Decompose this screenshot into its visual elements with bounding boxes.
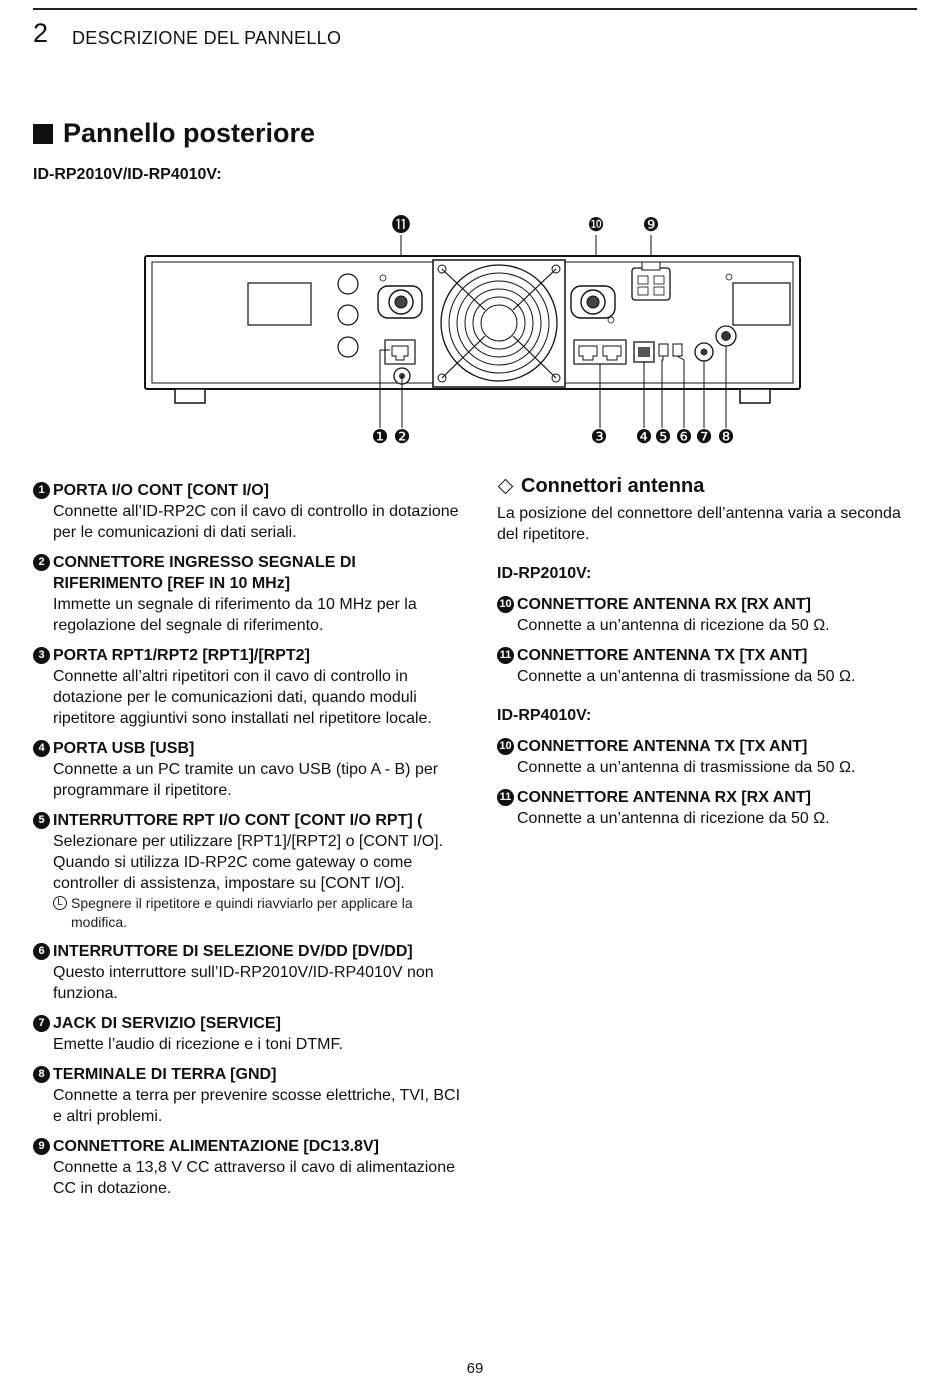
antenna-item: 10 CONNETTORE ANTENNA TX [TX ANT] Connet… xyxy=(497,736,917,778)
item-description: Connette a un’antenna di ricezione da 50… xyxy=(517,810,830,827)
info-note-icon: L xyxy=(53,896,67,910)
antenna-title-text: Connettori antenna xyxy=(521,475,705,497)
item-title: CONNETTORE ALIMENTAZIONE [DC13.8V] xyxy=(53,1138,379,1155)
item-title: JACK DI SERVIZIO [SERVICE] xyxy=(53,1015,281,1032)
number-badge: 10 xyxy=(497,596,514,613)
item-title: CONNETTORE ANTENNA RX [RX ANT] xyxy=(517,789,811,806)
number-badge: 9 xyxy=(33,1138,50,1155)
number-badge: 10 xyxy=(497,738,514,755)
model-block-rp2010v: ID-RP2010V: 10 CONNETTORE ANTENNA RX [RX… xyxy=(497,563,917,687)
antenna-section-title: Connettori antenna xyxy=(497,476,917,497)
section-title-text: Pannello posteriore xyxy=(63,118,316,148)
section-title: Pannello posteriore xyxy=(33,118,315,149)
square-bullet-icon xyxy=(33,123,53,144)
callout-6: ❻ xyxy=(675,427,692,448)
header-rule xyxy=(33,8,917,10)
item-description: Questo interruttore sull’ID-RP2010V/ID-R… xyxy=(53,964,434,1002)
callout-7: ❼ xyxy=(695,427,712,448)
callout-2: ❷ xyxy=(393,427,410,448)
item-cont-io-rpt-switch: 5 INTERRUTTORE RPT I/O CONT [CONT I/O RP… xyxy=(33,810,463,932)
item-title: CONNETTORE ANTENNA TX [TX ANT] xyxy=(517,738,808,755)
antenna-item: 10 CONNETTORE ANTENNA RX [RX ANT] Connet… xyxy=(497,594,917,636)
number-badge: 4 xyxy=(33,740,50,757)
item-title: PORTA USB [USB] xyxy=(53,740,195,757)
item-title: PORTA RPT1/RPT2 [RPT1]/[RPT2] xyxy=(53,647,310,664)
number-badge: 11 xyxy=(497,647,514,664)
item-gnd: 8 TERMINALE DI TERRA [GND] Connette a te… xyxy=(33,1064,463,1127)
rear-panel-illustration: ⓫ ❿ ❾ ❶ ❷ ❸ ❹ ❺ ❻ ❼ ❽ xyxy=(144,214,801,448)
number-badge: 1 xyxy=(33,482,50,499)
item-cont-io: 1 PORTA I/O CONT [CONT I/O] Connette all… xyxy=(33,480,463,543)
item-dc-power: 9 CONNETTORE ALIMENTAZIONE [DC13.8V] Con… xyxy=(33,1136,463,1199)
model-block-rp4010v: ID-RP4010V: 10 CONNETTORE ANTENNA TX [TX… xyxy=(497,705,917,829)
item-title: CONNETTORE INGRESSO SEGNALE DI RIFERIMEN… xyxy=(53,554,356,592)
callout-3: ❸ xyxy=(590,427,607,448)
callout-9: ❾ xyxy=(642,215,659,236)
number-badge: 3 xyxy=(33,647,50,664)
antenna-item: 11 CONNETTORE ANTENNA TX [TX ANT] Connet… xyxy=(497,645,917,687)
left-column: 1 PORTA I/O CONT [CONT I/O] Connette all… xyxy=(33,480,463,1208)
callout-10: ❿ xyxy=(587,215,604,236)
note-text: Spegnere il ripetitore e quindi riavviar… xyxy=(71,895,413,930)
callout-4: ❹ xyxy=(635,427,652,448)
item-title: INTERRUTTORE DI SELEZIONE DV/DD [DV/DD] xyxy=(53,943,413,960)
page-number: 69 xyxy=(466,1360,484,1377)
callout-1: ❶ xyxy=(371,427,388,448)
item-title: PORTA I/O CONT [CONT I/O] xyxy=(53,482,269,499)
chapter-title: DESCRIZIONE DEL PANNELLO xyxy=(72,28,342,48)
rear-panel-figure: ⓫ ❿ ❾ ❶ ❷ ❸ ❹ ❺ ❻ ❼ ❽ xyxy=(0,200,950,460)
item-title: TERMINALE DI TERRA [GND] xyxy=(53,1066,277,1083)
item-description: Emette l’audio di ricezione e i toni DTM… xyxy=(53,1036,343,1053)
item-rpt-ports: 3 PORTA RPT1/RPT2 [RPT1]/[RPT2] Connette… xyxy=(33,645,463,729)
number-badge: 7 xyxy=(33,1015,50,1032)
item-description: Connette a un’antenna di trasmissione da… xyxy=(517,759,856,776)
antenna-item: 11 CONNETTORE ANTENNA RX [RX ANT] Connet… xyxy=(497,787,917,829)
item-title: CONNETTORE ANTENNA TX [TX ANT] xyxy=(517,647,808,664)
number-badge: 11 xyxy=(497,789,514,806)
antenna-intro: La posizione del connettore dell’antenna… xyxy=(497,505,901,543)
item-title: CONNETTORE ANTENNA RX [RX ANT] xyxy=(517,596,811,613)
item-usb: 4 PORTA USB [USB] Connette a un PC trami… xyxy=(33,738,463,801)
item-description: Connette all’altri ripetitori con il cav… xyxy=(53,668,432,727)
number-badge: 6 xyxy=(33,943,50,960)
item-description: Connette a terra per prevenire scosse el… xyxy=(53,1087,461,1125)
callout-5: ❺ xyxy=(654,427,671,448)
item-ref-in: 2 CONNETTORE INGRESSO SEGNALE DI RIFERIM… xyxy=(33,552,463,636)
callout-11: ⓫ xyxy=(391,214,410,236)
chapter-number: 2 xyxy=(33,18,49,48)
item-description: Connette a un’antenna di ricezione da 50… xyxy=(517,617,830,634)
model-heading: ID-RP4010V: xyxy=(497,707,592,724)
model-heading: ID-RP2010V: xyxy=(497,565,592,582)
item-description: Connette all’ID-RP2C con il cavo di cont… xyxy=(53,503,459,541)
callout-8: ❽ xyxy=(717,427,734,448)
number-badge: 5 xyxy=(33,812,50,829)
item-note: L Spegnere il ripetitore e quindi riavvi… xyxy=(53,894,463,932)
diamond-icon xyxy=(497,478,514,495)
item-description: Connette a un PC tramite un cavo USB (ti… xyxy=(53,761,439,799)
item-service-jack: 7 JACK DI SERVIZIO [SERVICE] Emette l’au… xyxy=(33,1013,463,1055)
item-dvdd-switch: 6 INTERRUTTORE DI SELEZIONE DV/DD [DV/DD… xyxy=(33,941,463,1004)
item-description: Connette a 13,8 V CC attraverso il cavo … xyxy=(53,1159,455,1197)
model-line: ID-RP2010V/ID-RP4010V: xyxy=(33,166,222,183)
item-title: INTERRUTTORE RPT I/O CONT [CONT I/O RPT]… xyxy=(53,812,423,829)
number-badge: 8 xyxy=(33,1066,50,1083)
number-badge: 2 xyxy=(33,554,50,571)
right-column: Connettori antenna La posizione del conn… xyxy=(497,476,917,847)
item-description: Immette un segnale di riferimento da 10 … xyxy=(53,596,417,634)
item-description: Connette a un’antenna di trasmissione da… xyxy=(517,668,856,685)
item-description: Selezionare per utilizzare [RPT1]/[RPT2]… xyxy=(53,833,444,892)
